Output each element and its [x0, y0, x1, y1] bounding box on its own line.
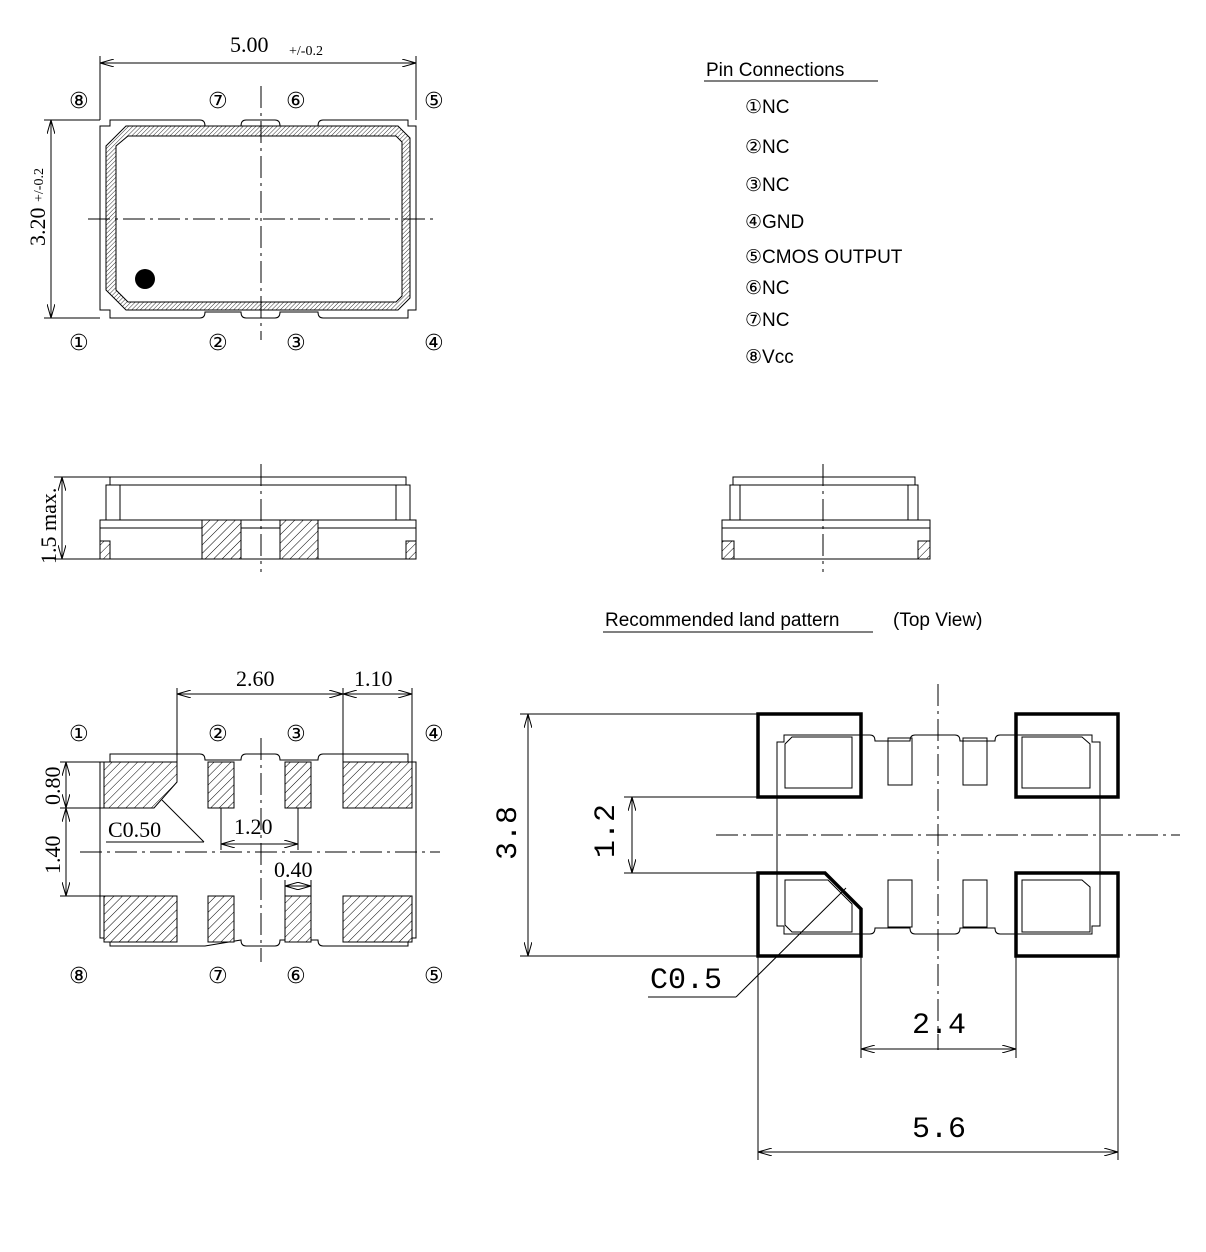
dim-1-40: 1.40	[40, 836, 65, 875]
pin-connection-item: ⑤CMOS OUTPUT	[745, 247, 903, 268]
bottom-pad-2	[207, 761, 235, 809]
pin-connection-item: ④GND	[745, 212, 804, 233]
dim-2-60: 2.60	[236, 666, 275, 691]
land-dim-5-6: 5.6	[912, 1113, 966, 1147]
dim-1-10: 1.10	[354, 666, 393, 691]
pin-connection-item: ①NC	[745, 97, 789, 118]
land-pad-1	[756, 712, 863, 799]
top-pin2-label: ②	[208, 331, 228, 356]
dim-c0-50: C0.50	[108, 817, 161, 842]
pin-connection-item: ⑥NC	[745, 278, 789, 299]
top-view: 5.00 +/-0.2 3.20 +/-0.2 ⑧ ⑦ ⑥ ⑤ ① ② ③ ④	[25, 32, 444, 356]
bottom-pad-4	[342, 761, 413, 809]
bottom-pad-1	[103, 761, 178, 809]
bottom-pin5-label: ⑤	[424, 964, 444, 989]
bottom-pin3-label: ③	[286, 722, 306, 747]
land-dim-3-8: 3.8	[492, 806, 526, 860]
top-pin8-label: ⑧	[69, 89, 89, 114]
side-height-dim: 1.5 max.	[36, 488, 61, 564]
bottom-pad-7	[207, 895, 235, 943]
land-pattern-title: Recommended land pattern	[605, 610, 839, 631]
top-width-dim: 5.00	[230, 32, 269, 57]
bottom-pad-3	[284, 761, 312, 809]
top-pin4-label: ④	[424, 331, 444, 356]
land-pattern-subtitle: (Top View)	[893, 610, 982, 631]
side-view-end	[721, 464, 931, 572]
land-dim-c0-5: C0.5	[650, 964, 722, 998]
land-pad-3	[756, 871, 863, 958]
bottom-pin8-label: ⑧	[69, 964, 89, 989]
bottom-pin6-label: ⑥	[286, 964, 306, 989]
top-pin7-label: ⑦	[208, 89, 228, 114]
land-pad-2	[1014, 712, 1120, 799]
top-view-outline	[99, 119, 417, 319]
side-view-front: 1.5 max.	[36, 464, 417, 572]
pin-connections-title: Pin Connections	[706, 60, 844, 81]
pin1-marker-dot	[135, 269, 155, 289]
top-pin6-label: ⑥	[286, 89, 306, 114]
pin-connection-item: ③NC	[745, 175, 789, 196]
pin-connection-item: ⑦NC	[745, 310, 789, 331]
top-height-dim: 3.20	[25, 208, 50, 247]
dim-0-40: 0.40	[274, 857, 313, 882]
pin-connection-item: ②NC	[745, 137, 789, 158]
land-dim-2-4: 2.4	[912, 1009, 966, 1043]
bottom-pad-8	[103, 895, 178, 943]
bottom-pin4-label: ④	[424, 722, 444, 747]
pin-connections: Pin Connections ①NC ②NC ③NC ④GND ⑤CMOS O…	[704, 60, 903, 368]
top-pin1-label: ①	[69, 331, 89, 356]
bottom-pin1-label: ①	[69, 722, 89, 747]
dim-0-80: 0.80	[40, 767, 65, 806]
bottom-pin2-label: ②	[208, 722, 228, 747]
top-width-tol: +/-0.2	[289, 44, 323, 59]
top-height-tol: +/-0.2	[32, 168, 47, 202]
bottom-pad-5	[342, 895, 413, 943]
bottom-view: 2.60 1.10 0.80 1.40 C0.50 1.20 0.40 ① ② …	[40, 666, 444, 989]
bottom-pad-6	[284, 895, 312, 943]
land-dim-1-2: 1.2	[590, 804, 624, 858]
land-pad-4	[1014, 871, 1120, 958]
land-pattern: Recommended land pattern (Top View) 3.8 …	[492, 610, 1180, 1160]
pin-connection-item: ⑧Vcc	[745, 347, 794, 368]
dim-1-20: 1.20	[234, 814, 273, 839]
top-pin5-label: ⑤	[424, 89, 444, 114]
bottom-pin7-label: ⑦	[208, 964, 228, 989]
top-pin3-label: ③	[286, 331, 306, 356]
